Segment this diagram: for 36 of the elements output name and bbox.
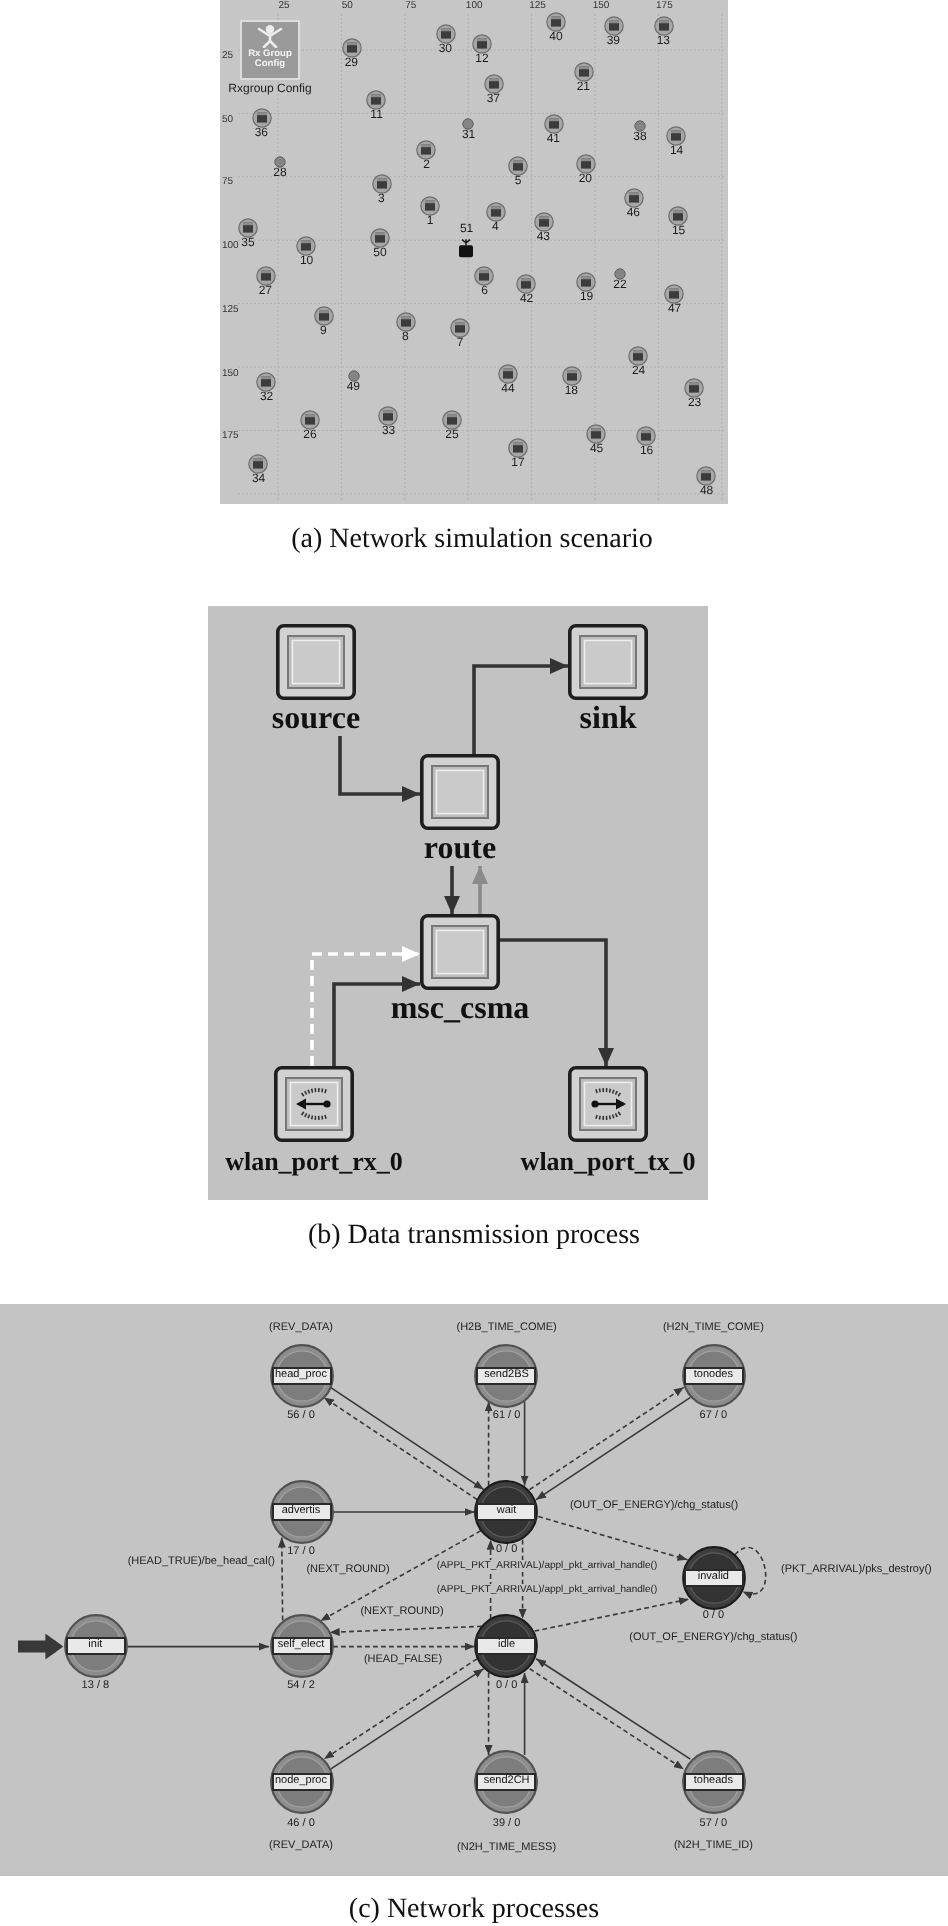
diagram-panel xyxy=(208,606,708,1200)
transition-arrow xyxy=(484,1672,493,1756)
module-label: wlan_port_rx_0 xyxy=(225,1146,403,1178)
transition-arrow xyxy=(486,1538,495,1620)
transition-arrow xyxy=(484,1400,493,1487)
module-label: source xyxy=(271,704,361,736)
transition-arrow xyxy=(277,1536,286,1622)
transition-arrow xyxy=(734,1546,767,1599)
transition-arrow xyxy=(528,1668,685,1771)
transition-arrow xyxy=(328,1625,483,1636)
transition-arrow xyxy=(537,1515,689,1561)
transition-arrow xyxy=(520,1400,529,1487)
module-label: sink xyxy=(579,704,637,736)
transition-arrow xyxy=(520,1672,529,1756)
transition-arrow xyxy=(126,1642,270,1651)
transition-arrow xyxy=(332,1642,476,1651)
diagram-panel xyxy=(0,1304,948,1876)
figure-caption: (b) Data transmission process xyxy=(307,1219,641,1253)
figure-caption: (a) Network simulation scenario xyxy=(291,523,653,557)
transition-arrow xyxy=(535,1657,692,1760)
module-label: route xyxy=(423,834,497,866)
connector-arrow xyxy=(472,866,488,914)
transition-arrow xyxy=(319,1530,482,1622)
transition-arrow xyxy=(332,1508,476,1516)
connector-arrow xyxy=(332,976,420,1066)
transition-arrow xyxy=(533,1597,690,1632)
start-arrow xyxy=(18,1633,64,1660)
connector-arrow xyxy=(444,866,460,914)
module-label: wlan_port_tx_0 xyxy=(520,1146,696,1178)
connector-arrow xyxy=(500,938,614,1066)
module-label: msc_csma xyxy=(390,994,530,1026)
connector-arrow xyxy=(310,946,420,1066)
connector-arrow xyxy=(472,658,568,754)
transition-arrow xyxy=(518,1538,527,1620)
figure-caption: (c) Network processes xyxy=(348,1893,600,1926)
connector-arrow xyxy=(338,736,420,802)
